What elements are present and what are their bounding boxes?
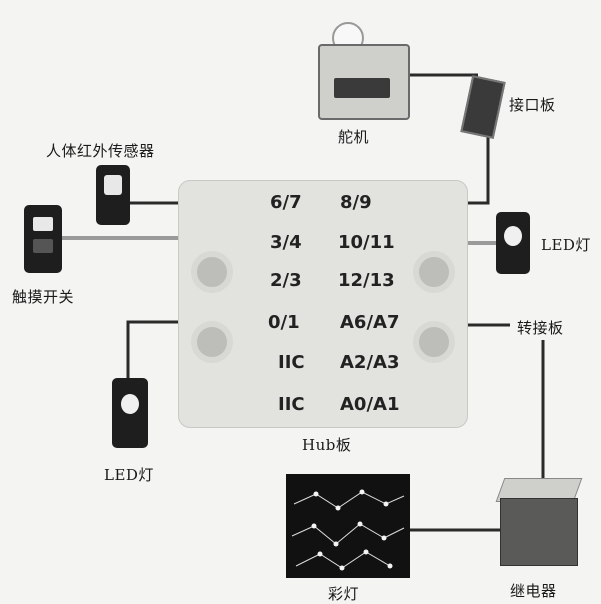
hub-port-8-9: 8/9 [340,192,372,213]
led-left-image [112,378,148,448]
touch-switch-label: 触摸开关 [12,286,74,307]
hub-port-6-7: 6/7 [270,192,302,213]
hub-port-iic-1: IIC [278,352,305,373]
led-left-label: LED灯 [104,464,154,485]
color-lights-image [286,474,410,578]
hub-board [178,180,468,428]
hub-port-2-3: 2/3 [270,270,302,291]
pir-sensor-label: 人体红外传感器 [46,140,155,161]
hub-port-10-11: 10/11 [338,232,395,253]
servo-label: 舵机 [338,126,369,147]
hub-port-iic-2: IIC [278,394,305,415]
hub-port-a6-a7: A6/A7 [340,312,399,333]
hub-port-a2-a3: A2/A3 [340,352,399,373]
led-right-label: LED灯 [541,234,591,255]
hub-board-label: Hub板 [302,434,351,455]
led-right-image [496,212,530,274]
hub-port-0-1: 0/1 [268,312,300,333]
pir-sensor-image [96,165,130,225]
hub-port-a0-a1: A0/A1 [340,394,399,415]
adapter-board-label: 转接板 [517,317,564,338]
hub-port-3-4: 3/4 [270,232,302,253]
relay-image [500,478,578,566]
servo-image [318,8,406,116]
touch-switch-image [24,205,62,273]
color-lights-label: 彩灯 [328,583,359,604]
hub-port-12-13: 12/13 [338,270,395,291]
relay-label: 继电器 [510,580,557,601]
interface-board-label: 接口板 [509,94,556,115]
color-lights-strands [286,474,410,578]
